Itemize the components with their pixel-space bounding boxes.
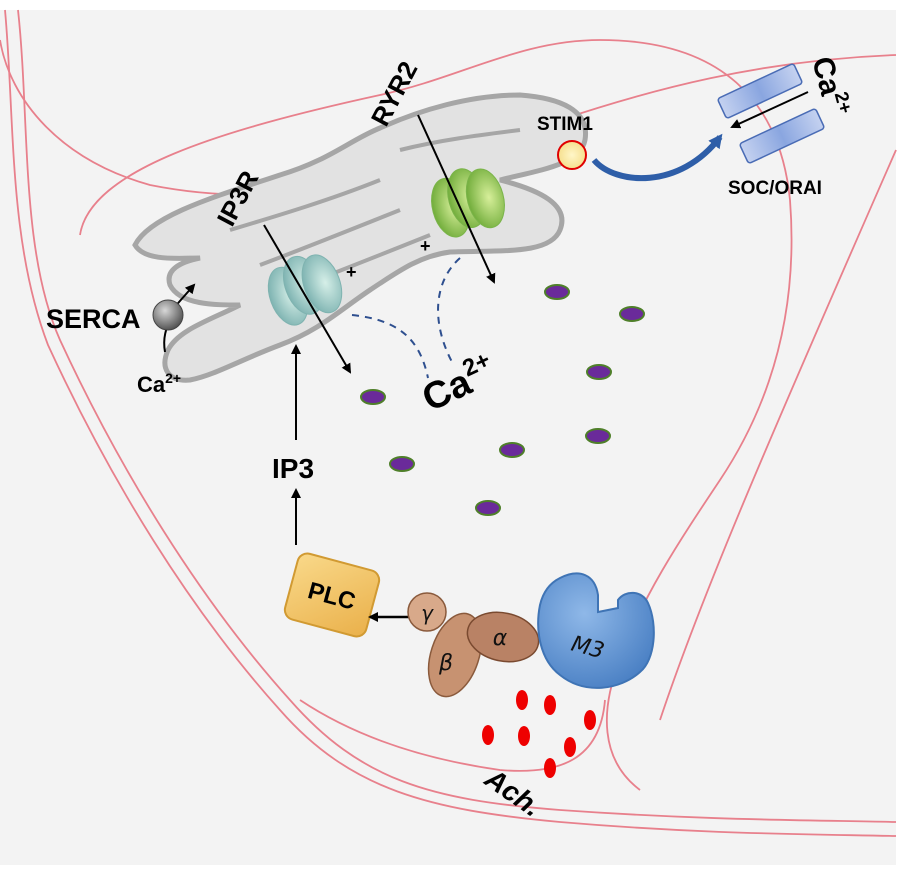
m3-receptor: M3 xyxy=(537,572,655,689)
calcium-ion-dot xyxy=(389,456,415,472)
ryr2-channel-icon xyxy=(431,168,505,238)
er-body xyxy=(132,92,589,383)
ca-serca-label: Ca2+ xyxy=(137,370,181,397)
g-protein-gamma xyxy=(407,592,447,632)
stim1-activation-arrow xyxy=(591,133,723,182)
acetylcholine-dot xyxy=(544,695,556,715)
alpha-label: α xyxy=(493,626,508,651)
cell-membranes xyxy=(0,9,897,837)
ryr2-plus-sign: + xyxy=(420,236,431,256)
ip3r-plus-sign: + xyxy=(346,262,357,282)
stim1-label: STIM1 xyxy=(537,114,593,135)
calcium-ion-dot xyxy=(585,428,611,444)
acetylcholine-dot xyxy=(564,737,576,757)
ca-influx-arrow xyxy=(730,91,809,129)
ip3r-release-arrow xyxy=(263,224,352,374)
acetylcholine-dot xyxy=(544,758,556,778)
acetylcholine-dot xyxy=(482,725,494,745)
g-protein-alpha xyxy=(466,611,540,663)
calcium-ion-dot xyxy=(586,364,612,380)
ca-extracellular-label: Ca2+ xyxy=(805,52,855,119)
serca-pump xyxy=(152,283,196,353)
stim1-icon xyxy=(557,140,587,170)
membrane-line xyxy=(299,699,606,772)
acetylcholine-dot xyxy=(516,690,528,710)
plc-enzyme: PLC xyxy=(283,552,381,638)
ip3-label: IP3 xyxy=(272,453,314,484)
er-cisterna-line xyxy=(399,128,521,152)
acetylcholine-dot xyxy=(584,710,596,730)
m3-receptor-shape xyxy=(537,572,655,689)
beta-label: β xyxy=(438,651,453,676)
er-cisterna-line xyxy=(229,178,381,232)
membrane-line xyxy=(659,149,897,721)
soc-orai-channel-icon xyxy=(717,63,825,164)
orai-subunit xyxy=(717,63,803,119)
gamma-label: γ xyxy=(421,601,434,625)
membrane-line xyxy=(17,9,897,823)
membrane-line xyxy=(4,9,897,837)
endoplasmic-reticulum xyxy=(132,92,589,383)
acetylcholine-dot xyxy=(518,726,530,746)
ip3r-channel-icon xyxy=(267,254,343,326)
ryr2-release-arrow xyxy=(417,114,496,284)
calcium-ion-dot xyxy=(360,389,386,405)
soc-orai-label: SOC/ORAI xyxy=(728,178,822,199)
calcium-ion-dot xyxy=(544,284,570,300)
plc-box xyxy=(283,552,381,638)
calcium-ions xyxy=(360,284,645,516)
feedback-dashed-line-ip3r xyxy=(351,314,429,379)
serca-label: SERCA xyxy=(46,304,141,334)
orai-subunit xyxy=(739,108,825,164)
er-cisterna-line xyxy=(259,208,401,267)
calcium-ion-dot xyxy=(619,306,645,322)
serca-sphere-icon xyxy=(152,299,184,331)
feedback-dashed-line-ryr2 xyxy=(437,257,461,363)
calcium-ion-dot xyxy=(499,442,525,458)
g-protein-complex: γ β α xyxy=(407,592,540,698)
calcium-ion-dot xyxy=(475,500,501,516)
acetylcholine-molecules xyxy=(482,690,596,778)
